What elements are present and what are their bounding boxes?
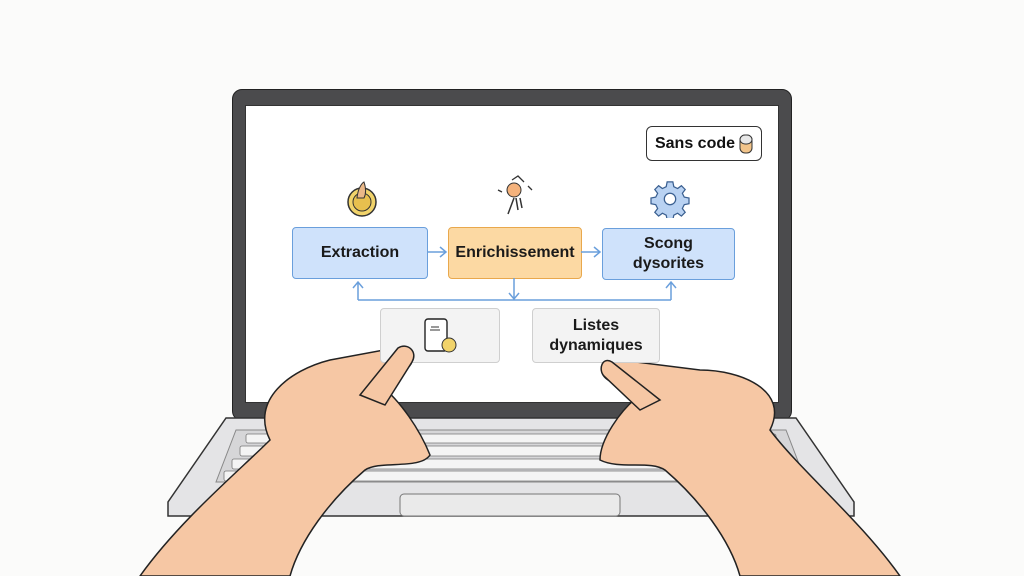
scoring-label-line2: dysorites bbox=[632, 255, 705, 272]
scoring-label-line1: Scong bbox=[644, 235, 693, 252]
dynamic-lists-card[interactable]: Listes dynamiques bbox=[532, 308, 660, 363]
scoring-node[interactable]: Scong dysorites bbox=[602, 228, 735, 280]
sparkle-person-icon bbox=[497, 175, 533, 215]
enrichment-node[interactable]: Enrichissement bbox=[448, 227, 582, 279]
coin-icon bbox=[347, 181, 377, 217]
document-check-icon bbox=[424, 317, 457, 352]
badge-label: Sans code bbox=[654, 134, 736, 152]
pill-icon bbox=[739, 134, 753, 153]
lists-label-line2: dynamiques bbox=[549, 336, 643, 354]
extraction-node[interactable]: Extraction bbox=[292, 227, 428, 279]
enrichment-label: Enrichissement bbox=[455, 244, 575, 261]
extraction-label: Extraction bbox=[320, 244, 400, 261]
lists-label-line1: Listes bbox=[572, 316, 620, 334]
gear-icon bbox=[650, 181, 690, 218]
no-code-badge: Sans code bbox=[646, 126, 762, 161]
